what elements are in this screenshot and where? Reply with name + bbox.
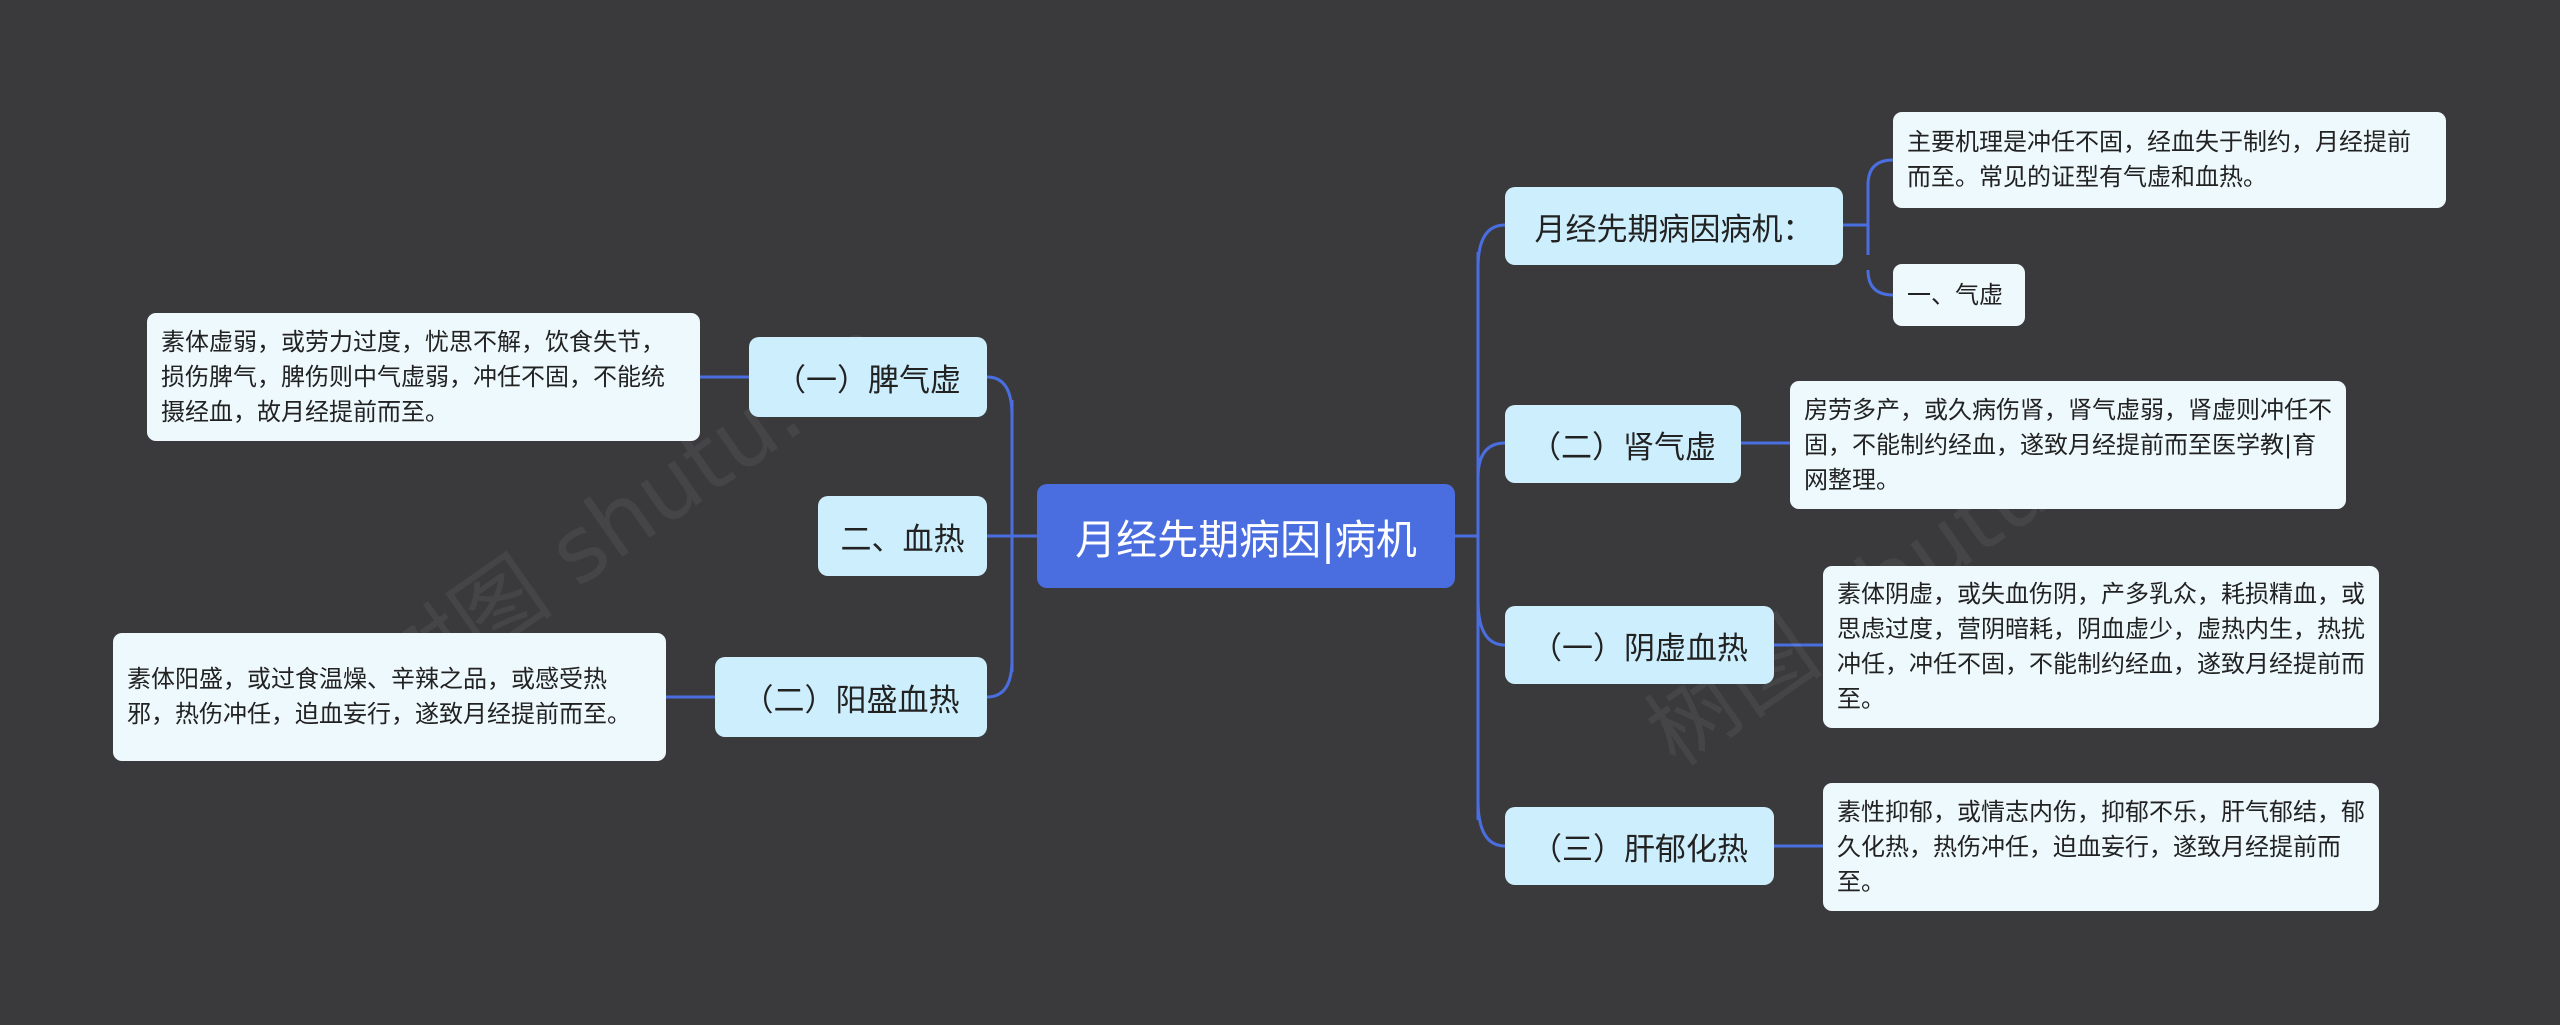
leaf-text: 素性抑郁，或情志内伤，抑郁不乐，肝气郁结，郁久化热，热伤冲任，迫血妄行，遂致月经…: [1837, 797, 2365, 896]
branch-kidney-qi-deficiency[interactable]: （二）肾气虚: [1505, 405, 1741, 483]
root-node[interactable]: 月经先期病因|病机: [1037, 484, 1455, 588]
leaf-text: 主要机理是冲任不固，经血失于制约，月经提前而至。常见的证型有气虚和血热。: [1907, 128, 2411, 191]
branch-label: （三）肝郁化热: [1531, 831, 1748, 868]
leaf-text: 素体阳盛，或过食温燥、辛辣之品，或感受热邪，热伤冲任，迫血妄行，遂致月经提前而至…: [127, 665, 631, 728]
leaf-text: 一、气虚: [1907, 280, 2003, 309]
branch-liver-stagnation-heat[interactable]: （三）肝郁化热: [1505, 807, 1774, 885]
leaf-liver-stagnation-heat[interactable]: 素性抑郁，或情志内伤，抑郁不乐，肝气郁结，郁久化热，热伤冲任，迫血妄行，遂致月经…: [1823, 783, 2379, 911]
leaf-yin-deficiency-blood-heat[interactable]: 素体阴虚，或失血伤阴，产多乳众，耗损精血，或思虑过度，营阴暗耗，阴血虚少，虚热内…: [1823, 566, 2379, 728]
branch-yang-excess-blood-heat[interactable]: （二）阳盛血热: [715, 657, 987, 737]
leaf-qi-deficiency[interactable]: 一、气虚: [1893, 264, 2025, 326]
leaf-text: 房劳多产，或久病伤肾，肾气虚弱，肾虚则冲任不固，不能制约经血，遂致月经提前而至医…: [1804, 395, 2332, 494]
branch-label: （二）肾气虚: [1530, 429, 1716, 466]
branch-label: （一）脾气虚: [775, 362, 961, 399]
leaf-kidney-qi-deficiency[interactable]: 房劳多产，或久病伤肾，肾气虚弱，肾虚则冲任不固，不能制约经血，遂致月经提前而至医…: [1790, 381, 2346, 509]
branch-spleen-qi-deficiency[interactable]: （一）脾气虚: [749, 337, 987, 417]
branch-label: （一）阴虚血热: [1531, 630, 1748, 667]
branch-label: （二）阳盛血热: [742, 682, 960, 719]
branch-blood-heat[interactable]: 二、血热: [818, 496, 987, 576]
leaf-spleen-qi-deficiency[interactable]: 素体虚弱，或劳力过度，忧思不解，饮食失节，损伤脾气，脾伤则中气虚弱，冲任不固，不…: [147, 313, 700, 441]
root-label: 月经先期病因|病机: [1075, 516, 1417, 564]
branch-label: 月经先期病因病机：: [1534, 211, 1814, 248]
branch-yin-deficiency-blood-heat[interactable]: （一）阴虚血热: [1505, 606, 1774, 684]
leaf-text: 素体阴虚，或失血伤阴，产多乳众，耗损精血，或思虑过度，营阴暗耗，阴血虚少，虚热内…: [1837, 580, 2365, 713]
branch-pathogenesis[interactable]: 月经先期病因病机：: [1505, 187, 1843, 265]
leaf-text: 素体虚弱，或劳力过度，忧思不解，饮食失节，损伤脾气，脾伤则中气虚弱，冲任不固，不…: [161, 327, 665, 426]
branch-label: 二、血热: [840, 521, 965, 558]
leaf-main-mechanism[interactable]: 主要机理是冲任不固，经血失于制约，月经提前而至。常见的证型有气虚和血热。: [1893, 112, 2446, 208]
leaf-yang-excess-blood-heat[interactable]: 素体阳盛，或过食温燥、辛辣之品，或感受热邪，热伤冲任，迫血妄行，遂致月经提前而至…: [113, 633, 666, 761]
